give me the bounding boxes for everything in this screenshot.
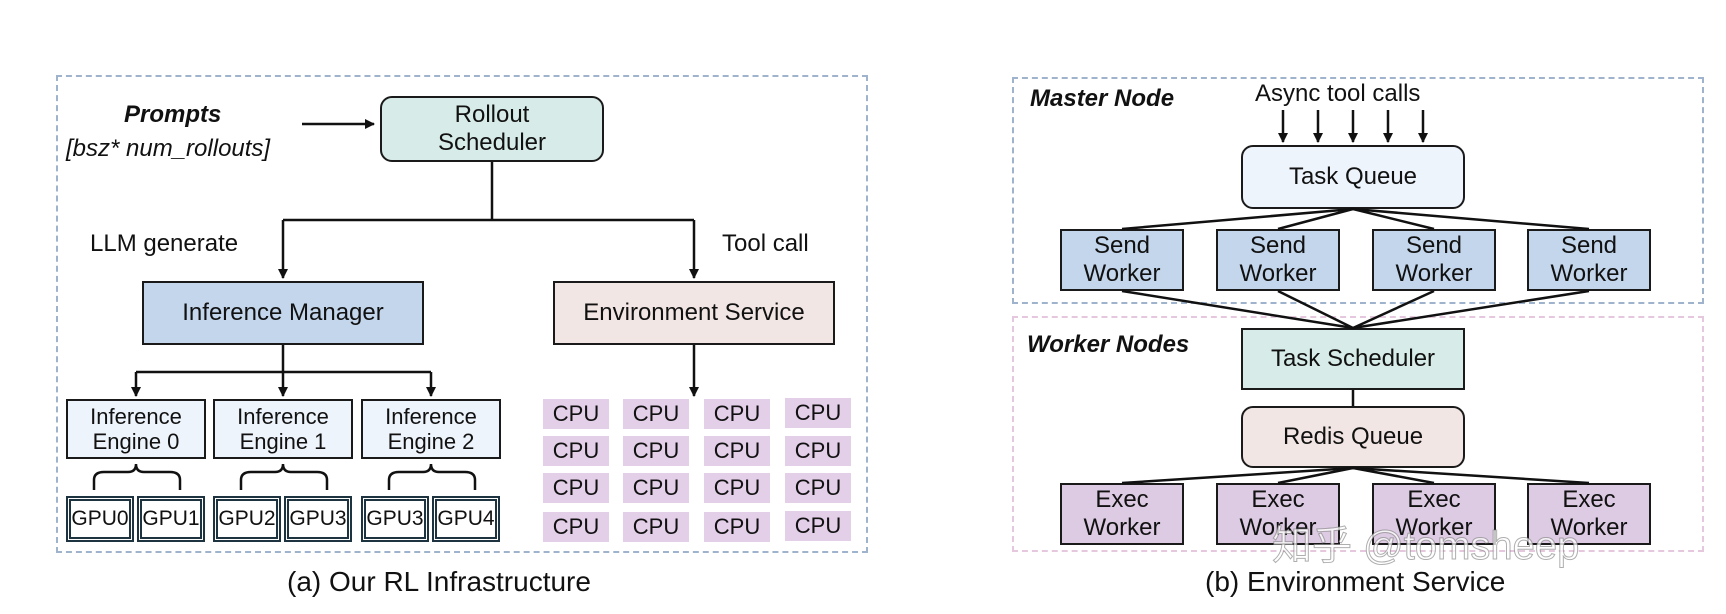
- task-queue-box: Task Queue: [1241, 145, 1465, 209]
- send-worker-box: Send Worker: [1216, 229, 1340, 291]
- cpu-cell: CPU: [543, 473, 609, 503]
- worker-nodes-panel: [1012, 316, 1704, 552]
- cpu-cell: CPU: [785, 398, 851, 428]
- inference-engine-1-line2: Engine 1: [239, 429, 327, 454]
- exec-worker-box: Exec Worker: [1527, 483, 1651, 545]
- exec-worker-line2: Worker: [1395, 514, 1473, 541]
- cpu-cell: CPU: [704, 512, 770, 542]
- environment-service-box: Environment Service: [553, 281, 835, 345]
- llm-generate-label: LLM generate: [90, 230, 239, 257]
- exec-worker-box: Exec Worker: [1060, 483, 1184, 545]
- inference-engine-2-line1: Inference: [385, 403, 477, 429]
- exec-worker-line1: Exec: [1407, 486, 1461, 514]
- cpu-cell: CPU: [785, 511, 851, 541]
- exec-worker-box: Exec Worker: [1372, 483, 1496, 545]
- async-tool-calls-label: Async tool calls: [1255, 80, 1421, 107]
- send-worker-line1: Send: [1405, 232, 1463, 260]
- task-scheduler-label: Task Scheduler: [1270, 345, 1436, 373]
- send-worker-line2: Worker: [1239, 260, 1317, 287]
- master-node-panel: [1012, 77, 1704, 304]
- inference-engine-0-line2: Engine 0: [92, 429, 180, 454]
- exec-worker-line1: Exec: [1562, 486, 1616, 514]
- send-worker-line1: Send: [1249, 232, 1307, 260]
- send-worker-box: Send Worker: [1060, 229, 1184, 291]
- redis-queue-label: Redis Queue: [1282, 423, 1424, 451]
- task-queue-label: Task Queue: [1288, 163, 1418, 191]
- gpu-box: GPU2: [213, 496, 281, 542]
- inference-engine-2: Inference Engine 2: [361, 399, 501, 459]
- cpu-cell: CPU: [623, 436, 689, 466]
- inference-manager-box: Inference Manager: [142, 281, 424, 345]
- send-worker-line1: Send: [1093, 232, 1151, 260]
- cpu-cell: CPU: [623, 399, 689, 429]
- gpu-label: GPU2: [218, 506, 276, 530]
- send-worker-line2: Worker: [1395, 260, 1473, 287]
- inference-engine-2-line2: Engine 2: [387, 429, 475, 454]
- gpu-box: GPU3: [284, 496, 352, 542]
- exec-worker-line2: Worker: [1083, 514, 1161, 541]
- gpu-box: GPU3: [361, 496, 429, 542]
- cpu-cell: CPU: [704, 473, 770, 503]
- caption-left: (a) Our RL Infrastructure: [287, 566, 591, 597]
- exec-worker-box: Exec Worker: [1216, 483, 1340, 545]
- send-worker-box: Send Worker: [1372, 229, 1496, 291]
- rollout-scheduler-line2: Scheduler: [437, 129, 547, 156]
- worker-nodes-label: Worker Nodes: [1027, 331, 1190, 358]
- cpu-cell: CPU: [704, 399, 770, 429]
- master-node-label: Master Node: [1030, 85, 1175, 112]
- gpu-box: GPU4: [432, 496, 500, 542]
- exec-worker-line1: Exec: [1095, 486, 1149, 514]
- tool-call-label: Tool call: [722, 230, 809, 257]
- rollout-scheduler-line1: Rollout: [454, 101, 530, 129]
- exec-worker-line2: Worker: [1550, 514, 1628, 541]
- cpu-cell: CPU: [704, 436, 770, 466]
- rollout-scheduler-box: Rollout Scheduler: [380, 96, 604, 162]
- send-worker-line1: Send: [1560, 232, 1618, 260]
- gpu-label: GPU0: [71, 506, 129, 530]
- cpu-cell: CPU: [623, 473, 689, 503]
- cpu-cell: CPU: [623, 512, 689, 542]
- gpu-label: GPU1: [142, 506, 200, 530]
- caption-right: (b) Environment Service: [1205, 566, 1506, 597]
- inference-engine-0: Inference Engine 0: [66, 399, 206, 459]
- send-worker-box: Send Worker: [1527, 229, 1651, 291]
- exec-worker-line1: Exec: [1251, 486, 1305, 514]
- rl-infrastructure-panel: [56, 75, 868, 553]
- gpu-box: GPU1: [137, 496, 205, 542]
- cpu-cell: CPU: [543, 399, 609, 429]
- gpu-label: GPU3: [289, 506, 347, 530]
- cpu-cell: CPU: [785, 436, 851, 466]
- cpu-cell: CPU: [785, 473, 851, 503]
- prompts-subtitle: [bsz* num_rollouts]: [66, 135, 271, 162]
- send-worker-line2: Worker: [1550, 260, 1628, 287]
- watermark: 知乎 @tomsheep: [1271, 524, 1580, 569]
- inference-engine-0-line1: Inference: [90, 403, 182, 429]
- redis-queue-box: Redis Queue: [1241, 406, 1465, 468]
- gpu-box: GPU0: [66, 496, 134, 542]
- cpu-cell: CPU: [543, 436, 609, 466]
- task-scheduler-box: Task Scheduler: [1241, 328, 1465, 390]
- prompts-title: Prompts: [124, 101, 222, 128]
- inference-manager-label: Inference Manager: [182, 299, 384, 327]
- environment-service-label: Environment Service: [583, 299, 805, 327]
- send-worker-line2: Worker: [1083, 260, 1161, 287]
- gpu-label: GPU4: [437, 506, 495, 530]
- cpu-cell: CPU: [543, 512, 609, 542]
- gpu-label: GPU3: [366, 506, 424, 530]
- exec-worker-line2: Worker: [1239, 514, 1317, 541]
- inference-engine-1-line1: Inference: [237, 403, 329, 429]
- inference-engine-1: Inference Engine 1: [213, 399, 353, 459]
